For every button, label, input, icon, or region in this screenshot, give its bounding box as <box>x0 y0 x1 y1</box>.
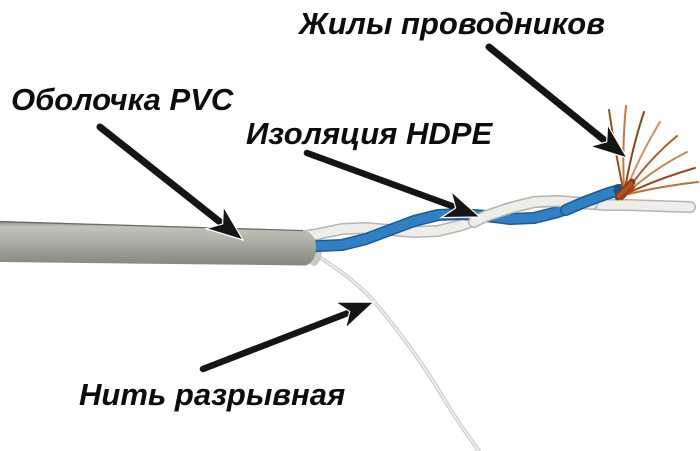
label-insulation: Изоляция HDPE <box>246 116 493 151</box>
wire-twist-blue-over <box>560 184 625 216</box>
copper-strand <box>627 167 696 194</box>
callout-arrows <box>96 43 629 373</box>
label-sheath: Оболочка PVC <box>11 82 234 117</box>
arrow-sheath <box>96 123 245 242</box>
cable-sheath <box>0 220 316 266</box>
arrow-insulation <box>303 149 482 219</box>
copper-strand-base <box>620 185 636 201</box>
label-ripcord: Нить разрывная <box>79 377 346 412</box>
sheath-top-edge <box>0 220 304 232</box>
copper-strand-base <box>617 182 633 198</box>
copper-strand <box>624 111 645 190</box>
arrow-ripcord <box>199 301 376 373</box>
arrow-conductors <box>485 43 629 160</box>
copper-strand <box>627 151 688 193</box>
ripcord-thread <box>312 252 481 451</box>
label-conductors: Жилы проводников <box>299 6 605 41</box>
copper-strand <box>622 105 627 190</box>
copper-strand <box>628 181 699 195</box>
